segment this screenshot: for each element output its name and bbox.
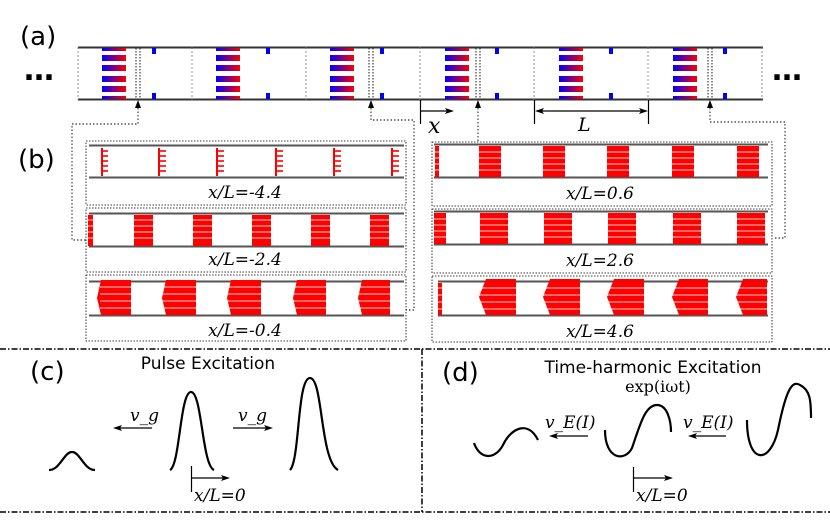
small-pulse: [48, 450, 96, 472]
resonator-stacks: [102, 48, 697, 99]
resonator-stack: [330, 48, 354, 99]
origin-label: x/L=0: [636, 486, 688, 506]
snapshot-caption: x/L=0.6: [566, 184, 634, 204]
snapshot-right-1: x/L=0.6: [431, 141, 773, 207]
vg-left-label: v_g: [130, 406, 159, 426]
origin-label: x/L=0: [194, 486, 246, 506]
vE-right-label: v_E(I): [683, 413, 734, 433]
snapshot-left-1: x/L=-4.4: [85, 140, 407, 206]
origin-arrow: [632, 467, 673, 492]
panel-c-label: (c): [30, 357, 65, 387]
snapshot-right-3: x/L=4.6: [431, 275, 773, 343]
panel-d: (d) Time-harmonic Excitation exp(iωt) v_…: [442, 358, 813, 506]
probe-slices: [135, 48, 713, 99]
resonator-stack: [445, 48, 469, 99]
vE-left-label: v_E(I): [545, 413, 596, 433]
probe-arrowheads: [135, 100, 713, 108]
resonator-stack: [216, 48, 240, 99]
panel-d-label: (d): [442, 358, 479, 388]
vg-left-arrow: [113, 425, 152, 431]
L-label: L: [577, 114, 591, 136]
resonator-stack: [102, 48, 126, 99]
resonator-stack: [673, 48, 697, 99]
snapshot-caption: x/L=-4.4: [208, 183, 282, 203]
panel-a: (a) … …: [20, 22, 802, 311]
blue-markers: [152, 48, 727, 99]
ellipsis-right: …: [772, 53, 802, 88]
snapshot-left-2: x/L=-2.4: [85, 207, 407, 273]
x-axis-arrow: [419, 100, 454, 124]
vg-right-label: v_g: [238, 406, 267, 426]
panel-c-title: Pulse Excitation: [141, 354, 275, 374]
medium-pulse: [169, 390, 215, 472]
panel-d-title: Time-harmonic Excitation: [543, 358, 761, 378]
snapshot-caption: x/L=4.6: [566, 322, 634, 342]
panel-c: (c) Pulse Excitation v_g v_g x/L=0: [30, 354, 339, 506]
panel-separators: [0, 348, 830, 513]
panel-b: (b) x/L=-4.4: [18, 140, 773, 343]
x-label: x: [428, 114, 441, 139]
small-wave: [472, 427, 539, 458]
large-pulse: [289, 376, 339, 471]
resonator-stack: [559, 48, 583, 99]
panel-b-label: (b): [18, 145, 55, 175]
vg-right-arrow: [233, 425, 273, 431]
snapshot-caption: x/L=2.6: [566, 251, 634, 271]
panel-d-subtitle: exp(iωt): [625, 377, 691, 396]
vE-left-arrow: [549, 433, 588, 439]
period-L-arrow: [533, 100, 650, 124]
vE-right-arrow: [688, 433, 726, 439]
snapshot-right-2: x/L=2.6: [431, 208, 773, 274]
ellipsis-left: …: [24, 53, 54, 88]
large-wave: [745, 382, 813, 457]
origin-arrow: [190, 466, 230, 492]
panel-a-label: (a): [20, 22, 56, 52]
cell-boundaries: [77, 47, 763, 100]
connector-lines: [71, 108, 786, 311]
snapshot-caption: x/L=-0.4: [208, 321, 282, 341]
medium-wave: [603, 403, 673, 458]
snapshot-left-3: x/L=-0.4: [85, 274, 407, 342]
snapshot-caption: x/L=-2.4: [208, 250, 282, 270]
